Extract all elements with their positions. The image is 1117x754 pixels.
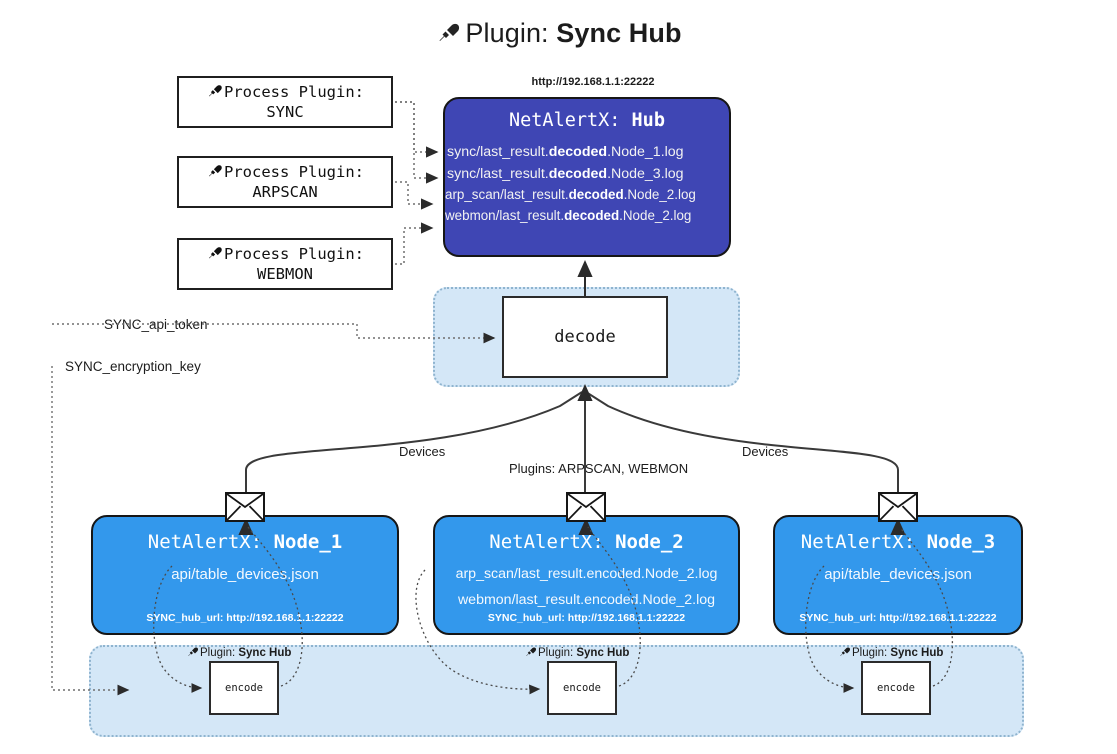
process-plugin-arpscan-box[interactable]: Process Plugin: ARPSCAN (177, 156, 393, 208)
node-2-title: NetAlertX: Node_2 (435, 531, 738, 553)
process-plugin-webmon-name: WEBMON (257, 265, 313, 284)
node-2-line: arp_scan/last_result.encoded.Node_2.log (455, 566, 718, 582)
encode-box-1[interactable]: encode (209, 661, 279, 715)
encode-1-caption-prefix: Plugin: (200, 647, 239, 659)
wire-sync-to-hub-2 (395, 101, 439, 184)
node-1-line: api/table_devices.json (171, 566, 319, 583)
page-title-prefix: Plugin: (465, 18, 557, 48)
node-box-node-3[interactable]: NetAlertX: Node_3 api/table_devices.json… (773, 515, 1023, 635)
process-plugin-webmon-line1: Process Plugin: (179, 244, 391, 265)
hub-log-line: sync/last_result.decoded.Node_1.log (447, 144, 684, 160)
encode-3-caption-name: Sync Hub (890, 647, 944, 659)
page-title-name: Sync Hub (556, 18, 682, 48)
encode-1-caption-name: Sync Hub (238, 647, 292, 659)
node-2-lines: arp_scan/last_result.encoded.Node_2.log … (435, 566, 738, 609)
node-1-title: NetAlertX: Node_1 (93, 531, 397, 553)
encode-box-3[interactable]: encode (861, 661, 931, 715)
plug-icon (838, 645, 851, 661)
envelope-icon (566, 492, 606, 522)
decode-box[interactable]: decode (502, 296, 668, 378)
encode-box-2[interactable]: encode (547, 661, 617, 715)
node-1-hub-url: SYNC_hub_url: http://192.168.1.1:22222 (146, 612, 344, 624)
plug-icon (524, 645, 537, 661)
process-plugin-arpscan-name: ARPSCAN (252, 183, 318, 202)
process-plugin-sync-line1: Process Plugin: (179, 82, 391, 103)
label-devices-right: Devices (739, 444, 792, 459)
envelope-icon (878, 492, 918, 522)
node-2-title-prefix: NetAlertX: (489, 531, 616, 553)
plug-icon (435, 19, 461, 52)
page-title: Plugin: Sync Hub (0, 18, 1117, 52)
plug-icon (206, 244, 223, 265)
encode-2-caption: Plugin: Sync Hub (524, 645, 629, 661)
hub-url-label: http://192.168.1.1:22222 (531, 76, 655, 88)
wire-node1-to-decode (245, 391, 583, 492)
process-plugin-webmon-box[interactable]: Process Plugin: WEBMON (177, 238, 393, 290)
process-plugin-arpscan-label: Process Plugin: (224, 163, 364, 181)
wire-sync-to-hub (395, 101, 439, 158)
encode-2-caption-prefix: Plugin: (538, 647, 577, 659)
label-devices-left: Devices (396, 444, 449, 459)
node-3-hub-url: SYNC_hub_url: http://192.168.1.1:22222 (799, 612, 997, 624)
process-plugin-arpscan-line1: Process Plugin: (179, 162, 391, 183)
plug-icon (206, 82, 223, 103)
process-plugin-sync-name: SYNC (266, 103, 304, 122)
node-1-title-name: Node_1 (273, 531, 343, 553)
encode-1-caption: Plugin: Sync Hub (186, 645, 291, 661)
node-box-node-2[interactable]: NetAlertX: Node_2 arp_scan/last_result.e… (433, 515, 740, 635)
hub-box[interactable]: NetAlertX: Hub sync/last_result.decoded.… (443, 97, 731, 257)
hub-title: NetAlertX: Hub (445, 110, 729, 131)
node-1-title-prefix: NetAlertX: (147, 531, 274, 553)
encode-3-caption-prefix: Plugin: (852, 647, 891, 659)
label-sync-encryption-key: SYNC_encryption_key (62, 359, 204, 374)
node-2-hub-url: SYNC_hub_url: http://192.168.1.1:22222 (487, 612, 686, 624)
node-1-lines: api/table_devices.json (93, 567, 397, 582)
process-plugin-sync-label: Process Plugin: (224, 83, 364, 101)
wire-arpscan-to-hub (395, 181, 434, 210)
node-3-lines: api/table_devices.json (775, 567, 1021, 582)
encode-2-caption-name: Sync Hub (576, 647, 630, 659)
wire-node3-to-decode (585, 391, 899, 492)
plug-icon (186, 645, 199, 661)
node-3-title-prefix: NetAlertX: (800, 531, 927, 553)
encode-3-caption: Plugin: Sync Hub (838, 645, 943, 661)
label-sync-api-token: SYNC_api_token (101, 317, 211, 332)
wire-webmon-to-hub (395, 222, 434, 265)
plug-icon (206, 162, 223, 183)
node-3-title-name: Node_3 (926, 531, 996, 553)
hub-log-line: webmon/last_result.decoded.Node_2.log (445, 207, 692, 223)
process-plugin-sync-box[interactable]: Process Plugin: SYNC (177, 76, 393, 128)
node-2-line: webmon/last_result.encoded.Node_2.log (457, 592, 716, 609)
hub-log-line: sync/last_result.decoded.Node_3.log (447, 166, 684, 183)
node-3-title: NetAlertX: Node_3 (775, 531, 1021, 553)
node-3-line: api/table_devices.json (824, 566, 972, 583)
hub-title-name: Hub (631, 110, 665, 131)
node-box-node-1[interactable]: NetAlertX: Node_1 api/table_devices.json… (91, 515, 399, 635)
label-plugins: Plugins: ARPSCAN, WEBMON (506, 461, 692, 476)
envelope-icon (225, 492, 265, 522)
hub-title-prefix: NetAlertX: (509, 110, 632, 131)
process-plugin-webmon-label: Process Plugin: (224, 245, 364, 263)
hub-log-line: arp_scan/last_result.decoded.Node_2.log (445, 187, 696, 203)
node-2-title-name: Node_2 (615, 531, 684, 553)
